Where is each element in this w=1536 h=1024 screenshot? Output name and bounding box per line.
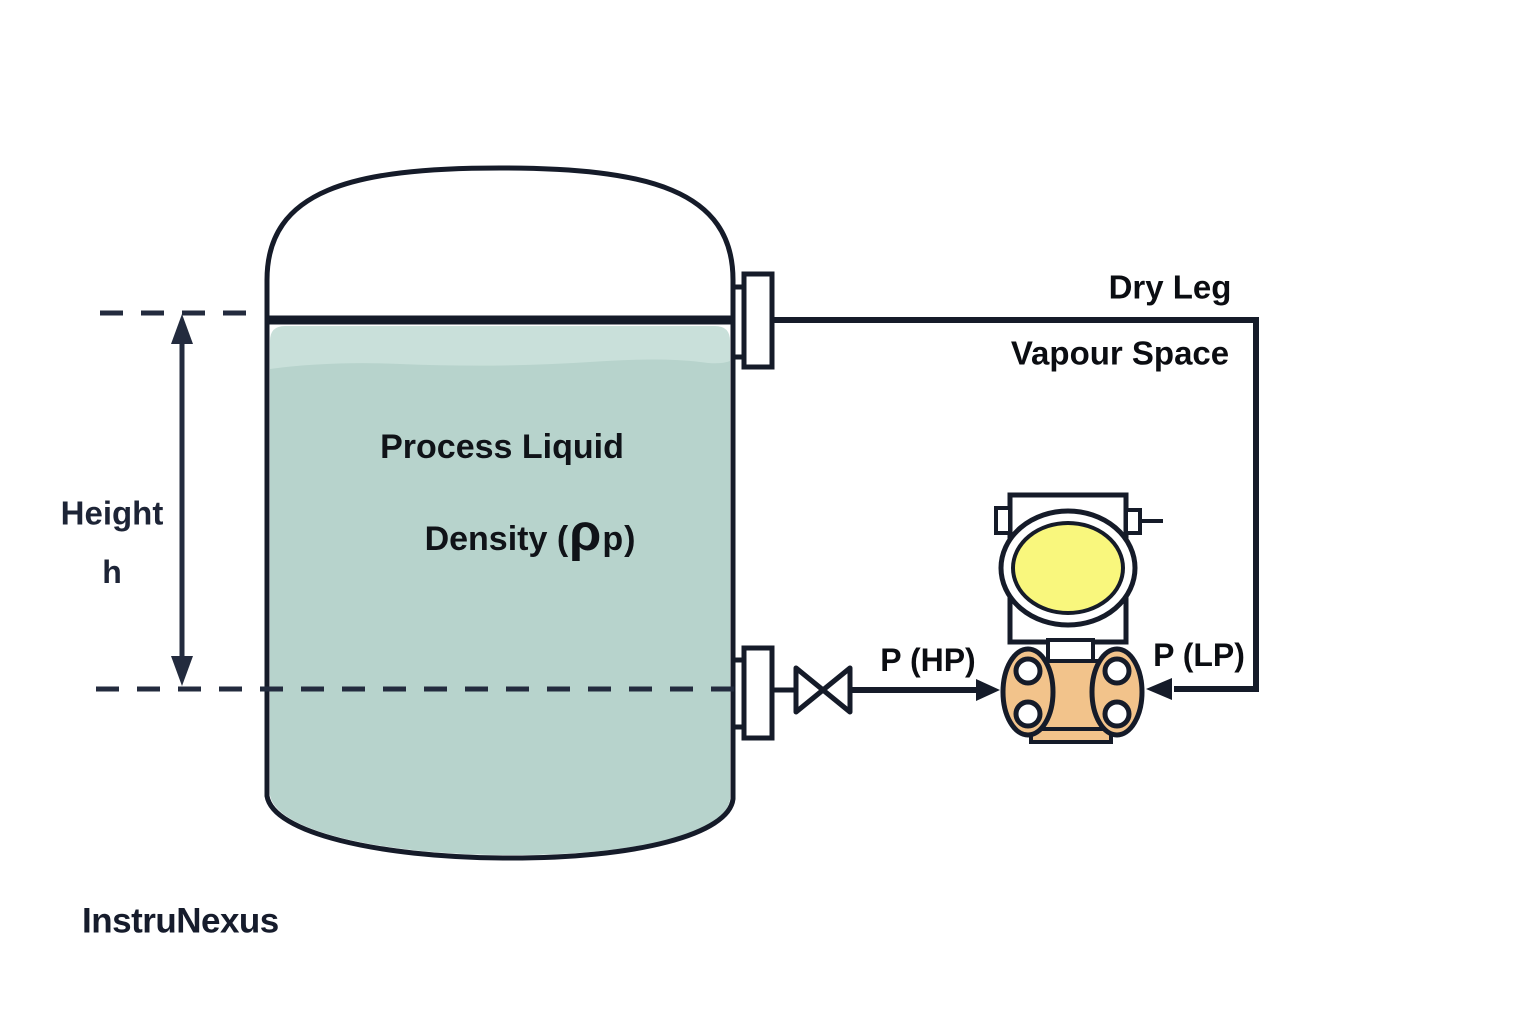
bottom-nozzle bbox=[733, 645, 775, 741]
height-arrowhead-up bbox=[171, 314, 193, 344]
density-prefix-text: Density ( bbox=[424, 520, 569, 558]
density-suffix-text: ) bbox=[624, 520, 636, 558]
tank-shell-outline bbox=[264, 165, 736, 861]
manifold-base bbox=[1029, 727, 1113, 744]
lp-flange-bolt-bottom bbox=[1102, 699, 1132, 729]
density-rho-symbol: ρ bbox=[569, 504, 602, 562]
process-liquid-label: Process Liquid bbox=[380, 428, 624, 466]
hp-tap-label: P (HP) bbox=[880, 642, 976, 678]
lp-tap-label: P (LP) bbox=[1153, 637, 1245, 673]
hp-flange-bolt-bottom bbox=[1013, 699, 1043, 729]
lp-flange-bolt-top bbox=[1102, 656, 1132, 686]
isolation-valve-left-triangle bbox=[793, 665, 826, 715]
transmitter-right-conduit-tab bbox=[1124, 508, 1142, 535]
top-nozzle-flange bbox=[741, 271, 775, 370]
dry-leg-pipe bbox=[772, 317, 1259, 700]
transmitter-left-conduit-tab bbox=[994, 506, 1012, 535]
height-arrowhead-down bbox=[171, 656, 193, 686]
isolation-valve-right-triangle bbox=[820, 665, 853, 715]
height-label: Height bbox=[60, 494, 164, 532]
density-subscript-text: p bbox=[602, 520, 624, 558]
top-nozzle bbox=[733, 271, 775, 370]
level-annotation bbox=[96, 310, 744, 692]
hp-flange-bolt-top bbox=[1013, 656, 1043, 686]
dry-leg-run bbox=[772, 317, 1259, 692]
hp-arrowhead bbox=[976, 679, 1000, 701]
tank bbox=[264, 165, 736, 861]
dp-transmitter bbox=[994, 492, 1163, 744]
lp-arrowhead bbox=[1146, 678, 1172, 700]
vapour-space-label: Vapour Space bbox=[1010, 334, 1230, 372]
bottom-nozzle-flange bbox=[741, 645, 775, 741]
height-symbol-label: h bbox=[102, 554, 122, 590]
hp-impulse-line bbox=[772, 665, 1000, 715]
brand-logo-text: InstruNexus bbox=[82, 901, 279, 941]
dry-leg-label: Dry Leg bbox=[1108, 268, 1232, 306]
display-face bbox=[1011, 521, 1125, 615]
process-liquid-fill-main bbox=[270, 359, 730, 856]
